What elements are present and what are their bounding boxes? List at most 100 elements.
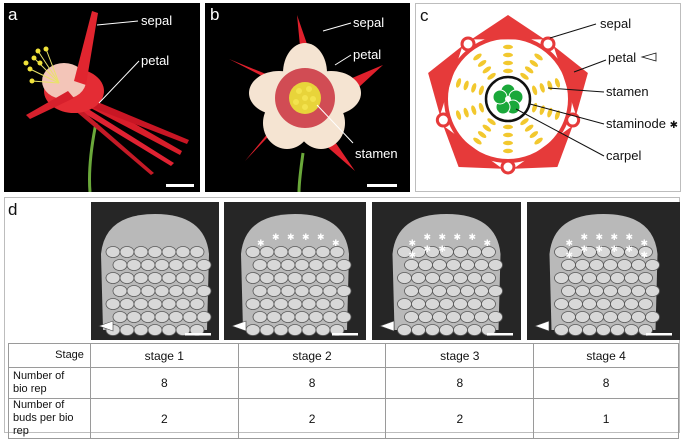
floral-organ-primordium [294,311,310,323]
floral-diagram-svg [428,15,657,175]
floral-organ-primordium [168,259,184,271]
staminode-asterisk-icon: ✱ [669,120,678,131]
floral-organ-primordium [196,311,212,323]
scale-bar [367,184,397,187]
row-label-line: buds per bio rep [13,412,74,437]
stamen-mark [487,118,496,126]
sem-floral-bud-stage-4: ✱✱✱✱✱✱✱✱✱✱✱✱ [527,202,680,340]
floral-organ-primordium [561,311,576,323]
arrowhead-icon [98,320,114,332]
panel-letter-c: c [420,6,429,25]
floral-organ-primordium [638,272,653,284]
floral-organ-primordium [596,324,611,336]
stamen-mark [473,137,482,145]
floral-organ-primordium [404,259,419,271]
staminode-asterisk-icon: ✱ [611,232,619,242]
floral-organ-primordium [182,285,198,297]
floral-organ-primordium [425,298,440,310]
staminode-asterisk-icon: ✱ [484,238,492,248]
label-staminode-c: staminode ✱ [606,116,678,131]
stamen-mark [482,66,492,74]
stamen-mark [463,107,469,118]
staminode-asterisk-icon: ✱ [596,232,604,242]
floral-organ-primordium [273,272,289,284]
floral-organ-primordium [189,272,205,284]
floral-organ-primordium [432,311,447,323]
floral-organ-primordium [481,272,496,284]
floral-organ-primordium [112,311,128,323]
floral-organ-primordium [259,298,275,310]
stamen-mark [554,110,561,120]
floral-organ-primordium [294,259,310,271]
floral-organ-primordium [336,259,352,271]
floral-organ-primordium [161,246,177,258]
floral-organ-primordium [287,246,303,258]
arrowhead-icon [534,320,550,332]
floral-organ-primordium [439,272,454,284]
stamen-mark [503,148,513,154]
row-label-line: Number of [13,399,65,411]
floral-organ-primordium [397,272,412,284]
panel-letter-a: a [8,5,18,24]
stamen-mark [539,83,545,93]
floral-organ-primordium [280,285,296,297]
floral-organ-primordium [467,246,482,258]
panel-b-photo: b sepal petal stamen [205,3,410,192]
label-sepal-b: sepal [353,15,385,30]
arrowhead-icon [231,320,247,332]
floral-organ-primordium [315,324,331,336]
floral-organ-primordium [638,298,653,310]
floral-organ-primordium [645,259,660,271]
stamen-mark [463,80,469,91]
floral-organ-primordium [481,298,496,310]
floral-organ-primordium [154,311,170,323]
staminode-asterisk-icon: ✱ [287,232,295,242]
floral-organ-primordium [308,285,324,297]
floral-organ-primordium [133,272,149,284]
stamen-mark [534,137,543,145]
petal-spur-knob [565,112,581,128]
floral-organ-primordium [329,246,345,258]
floral-organ-primordium [554,298,569,310]
table-row: Number of bio rep 8 8 8 8 [8,367,679,399]
floral-organ-primordium [252,259,268,271]
stamen-mark [478,102,484,113]
floral-organ-primordium [126,311,142,323]
floral-organ-primordium [336,311,352,323]
floral-organ-primordium [432,285,447,297]
floral-organ-primordium [105,298,121,310]
stamen-mark [503,44,513,50]
sepal-shape [513,125,573,169]
floral-organ-primordium [245,324,261,336]
floral-organ-primordium [182,311,198,323]
table-cell: 2 [89,398,239,439]
staminode-asterisk-icon: ✱ [439,232,447,242]
floral-organ-primordium [446,285,461,297]
floral-organ-primordium [446,259,461,271]
floral-organ-primordium [168,285,184,297]
floral-organ-primordium [287,298,303,310]
stamen-mark [477,131,487,139]
floral-organ-primordium [280,311,296,323]
scale-bar [646,333,672,336]
floral-organ-primordium [488,311,503,323]
petal-spur-knob [435,112,451,128]
floral-organ-primordium [418,285,433,297]
stamen-mark [524,124,534,132]
floral-organ-primordium [411,298,426,310]
stamen-mark [455,110,462,120]
floral-organ-primordium [453,246,468,258]
floral-organ-primordium [610,324,625,336]
floral-organ-primordium [329,298,345,310]
sepal-shape [443,125,503,169]
sepal-shape [428,45,463,116]
floral-organ-primordium [301,246,317,258]
stamen-mark [473,53,482,61]
floral-organ-primordium [411,324,426,336]
floral-organ-primordium [266,311,282,323]
floral-organ-primordium [147,246,163,258]
floral-organ-primordium [610,298,625,310]
floral-organ-primordium [119,298,135,310]
floral-organ-primordium [617,259,632,271]
scale-bar [332,333,358,336]
